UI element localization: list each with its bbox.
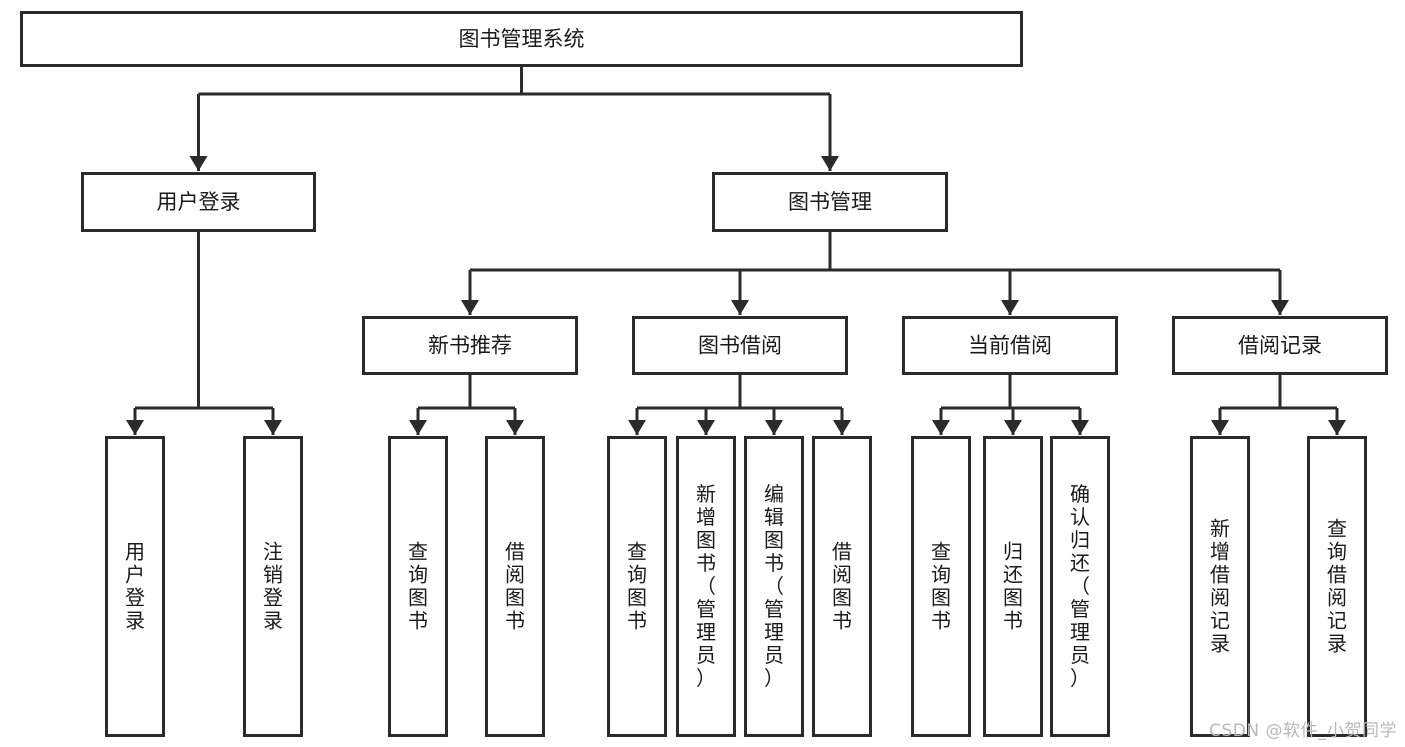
- level3-node-1[interactable]: 图书借阅: [632, 316, 848, 375]
- leaf-node-l3-1-0[interactable]: 查询图书: [607, 436, 667, 737]
- arrow-head-icon: [765, 420, 783, 435]
- leaf-node-l3-3-1-box: [1307, 436, 1367, 737]
- nodes-layer: 图书管理系统用户登录图书管理新书推荐图书借阅当前借阅借阅记录用户登录注销登录查询…: [20, 11, 1388, 737]
- leaf-node-l3-1-0-label: 查询图书: [627, 539, 647, 632]
- leaf-node-l3-3-0-label: 新增借阅记录: [1210, 516, 1230, 655]
- level2-node-1-box: [712, 172, 948, 232]
- connectors-layer: [126, 67, 1346, 435]
- leaf-node-l3-2-0-box: [911, 436, 971, 737]
- root-node-book-management-system[interactable]: 图书管理系统: [20, 11, 1023, 67]
- level2-node-1[interactable]: 图书管理: [712, 172, 948, 232]
- arrow-head-icon: [1271, 300, 1289, 315]
- arrow-head-icon: [409, 420, 427, 435]
- root-node-book-management-system-box: [20, 11, 1023, 67]
- level3-node-2-label: 当前借阅: [968, 334, 1052, 358]
- leaf-node-l3-3-0[interactable]: 新增借阅记录: [1190, 436, 1250, 737]
- level2-node-0[interactable]: 用户登录: [81, 172, 316, 232]
- leaf-node-l3-2-2-label: 确认归还（管理员）: [1070, 482, 1090, 690]
- level3-node-1-box: [632, 316, 848, 375]
- leaf-node-l3-2-1-box: [983, 436, 1043, 737]
- level3-node-0-label: 新书推荐: [428, 334, 512, 358]
- leaf-node-0-1-box: [243, 436, 303, 737]
- leaf-node-l3-3-1-label: 查询借阅记录: [1327, 516, 1347, 655]
- arrow-head-icon: [264, 420, 282, 435]
- level3-node-3-label: 借阅记录: [1238, 334, 1322, 358]
- arrow-head-icon: [821, 156, 839, 171]
- leaf-node-l3-2-1-label: 归还图书: [1003, 539, 1023, 632]
- arrow-head-icon: [126, 420, 144, 435]
- arrow-head-icon: [189, 156, 208, 171]
- leaf-node-l3-0-1[interactable]: 借阅图书: [485, 436, 545, 737]
- level3-node-2[interactable]: 当前借阅: [902, 316, 1118, 375]
- arrow-head-icon: [697, 420, 715, 435]
- arrow-head-icon: [1328, 420, 1346, 435]
- leaf-node-l3-1-2-label: 编辑图书（管理员）: [764, 482, 784, 690]
- leaf-node-l3-2-0[interactable]: 查询图书: [911, 436, 971, 737]
- level2-node-0-label: 用户登录: [157, 190, 241, 214]
- leaf-node-l3-3-1[interactable]: 查询借阅记录: [1307, 436, 1367, 737]
- leaf-node-l3-1-3-label: 借阅图书: [832, 539, 852, 632]
- leaf-node-0-0-label: 用户登录: [125, 539, 145, 632]
- leaf-node-0-0[interactable]: 用户登录: [105, 436, 165, 737]
- arrow-head-icon: [1004, 420, 1022, 435]
- leaf-node-l3-3-0-box: [1190, 436, 1250, 737]
- level3-node-1-label: 图书借阅: [698, 334, 782, 358]
- arrow-head-icon: [461, 300, 479, 315]
- arrow-head-icon: [1001, 300, 1019, 315]
- leaf-node-l3-1-1-label: 新增图书（管理员）: [696, 482, 716, 690]
- level3-node-2-box: [902, 316, 1118, 375]
- level3-node-3-box: [1172, 316, 1388, 375]
- leaf-node-l3-2-1[interactable]: 归还图书: [983, 436, 1043, 737]
- arrow-head-icon: [932, 420, 950, 435]
- arrow-head-icon: [628, 420, 646, 435]
- leaf-node-l3-1-2-box: [744, 436, 804, 737]
- root-node-book-management-system-label: 图书管理系统: [459, 27, 585, 51]
- leaf-node-l3-1-3[interactable]: 借阅图书: [812, 436, 872, 737]
- level2-node-1-label: 图书管理: [788, 190, 872, 214]
- level3-node-0-box: [362, 316, 578, 375]
- leaf-node-l3-1-1-box: [676, 436, 736, 737]
- arrow-head-icon: [1071, 420, 1089, 435]
- leaf-node-l3-1-1[interactable]: 新增图书（管理员）: [676, 436, 736, 737]
- leaf-node-l3-0-0-label: 查询图书: [408, 539, 428, 632]
- arrow-head-icon: [506, 420, 524, 435]
- arrow-head-icon: [833, 420, 851, 435]
- level2-node-0-box: [81, 172, 316, 232]
- leaf-node-l3-0-0-box: [388, 436, 448, 737]
- leaf-node-l3-2-2-box: [1050, 436, 1110, 737]
- arrow-head-icon: [1211, 420, 1229, 435]
- leaf-node-l3-0-0[interactable]: 查询图书: [388, 436, 448, 737]
- leaf-node-0-1-label: 注销登录: [263, 539, 283, 632]
- level3-node-0[interactable]: 新书推荐: [362, 316, 578, 375]
- leaf-node-l3-0-1-box: [485, 436, 545, 737]
- leaf-node-0-1[interactable]: 注销登录: [243, 436, 303, 737]
- leaf-node-l3-0-1-label: 借阅图书: [505, 539, 525, 632]
- leaf-node-l3-1-3-box: [812, 436, 872, 737]
- leaf-node-l3-1-0-box: [607, 436, 667, 737]
- level3-node-3[interactable]: 借阅记录: [1172, 316, 1388, 375]
- leaf-node-l3-2-0-label: 查询图书: [931, 539, 951, 632]
- leaf-node-0-0-box: [105, 436, 165, 737]
- leaf-node-l3-1-2[interactable]: 编辑图书（管理员）: [744, 436, 804, 737]
- leaf-node-l3-2-2[interactable]: 确认归还（管理员）: [1050, 436, 1110, 737]
- arrow-head-icon: [731, 300, 749, 315]
